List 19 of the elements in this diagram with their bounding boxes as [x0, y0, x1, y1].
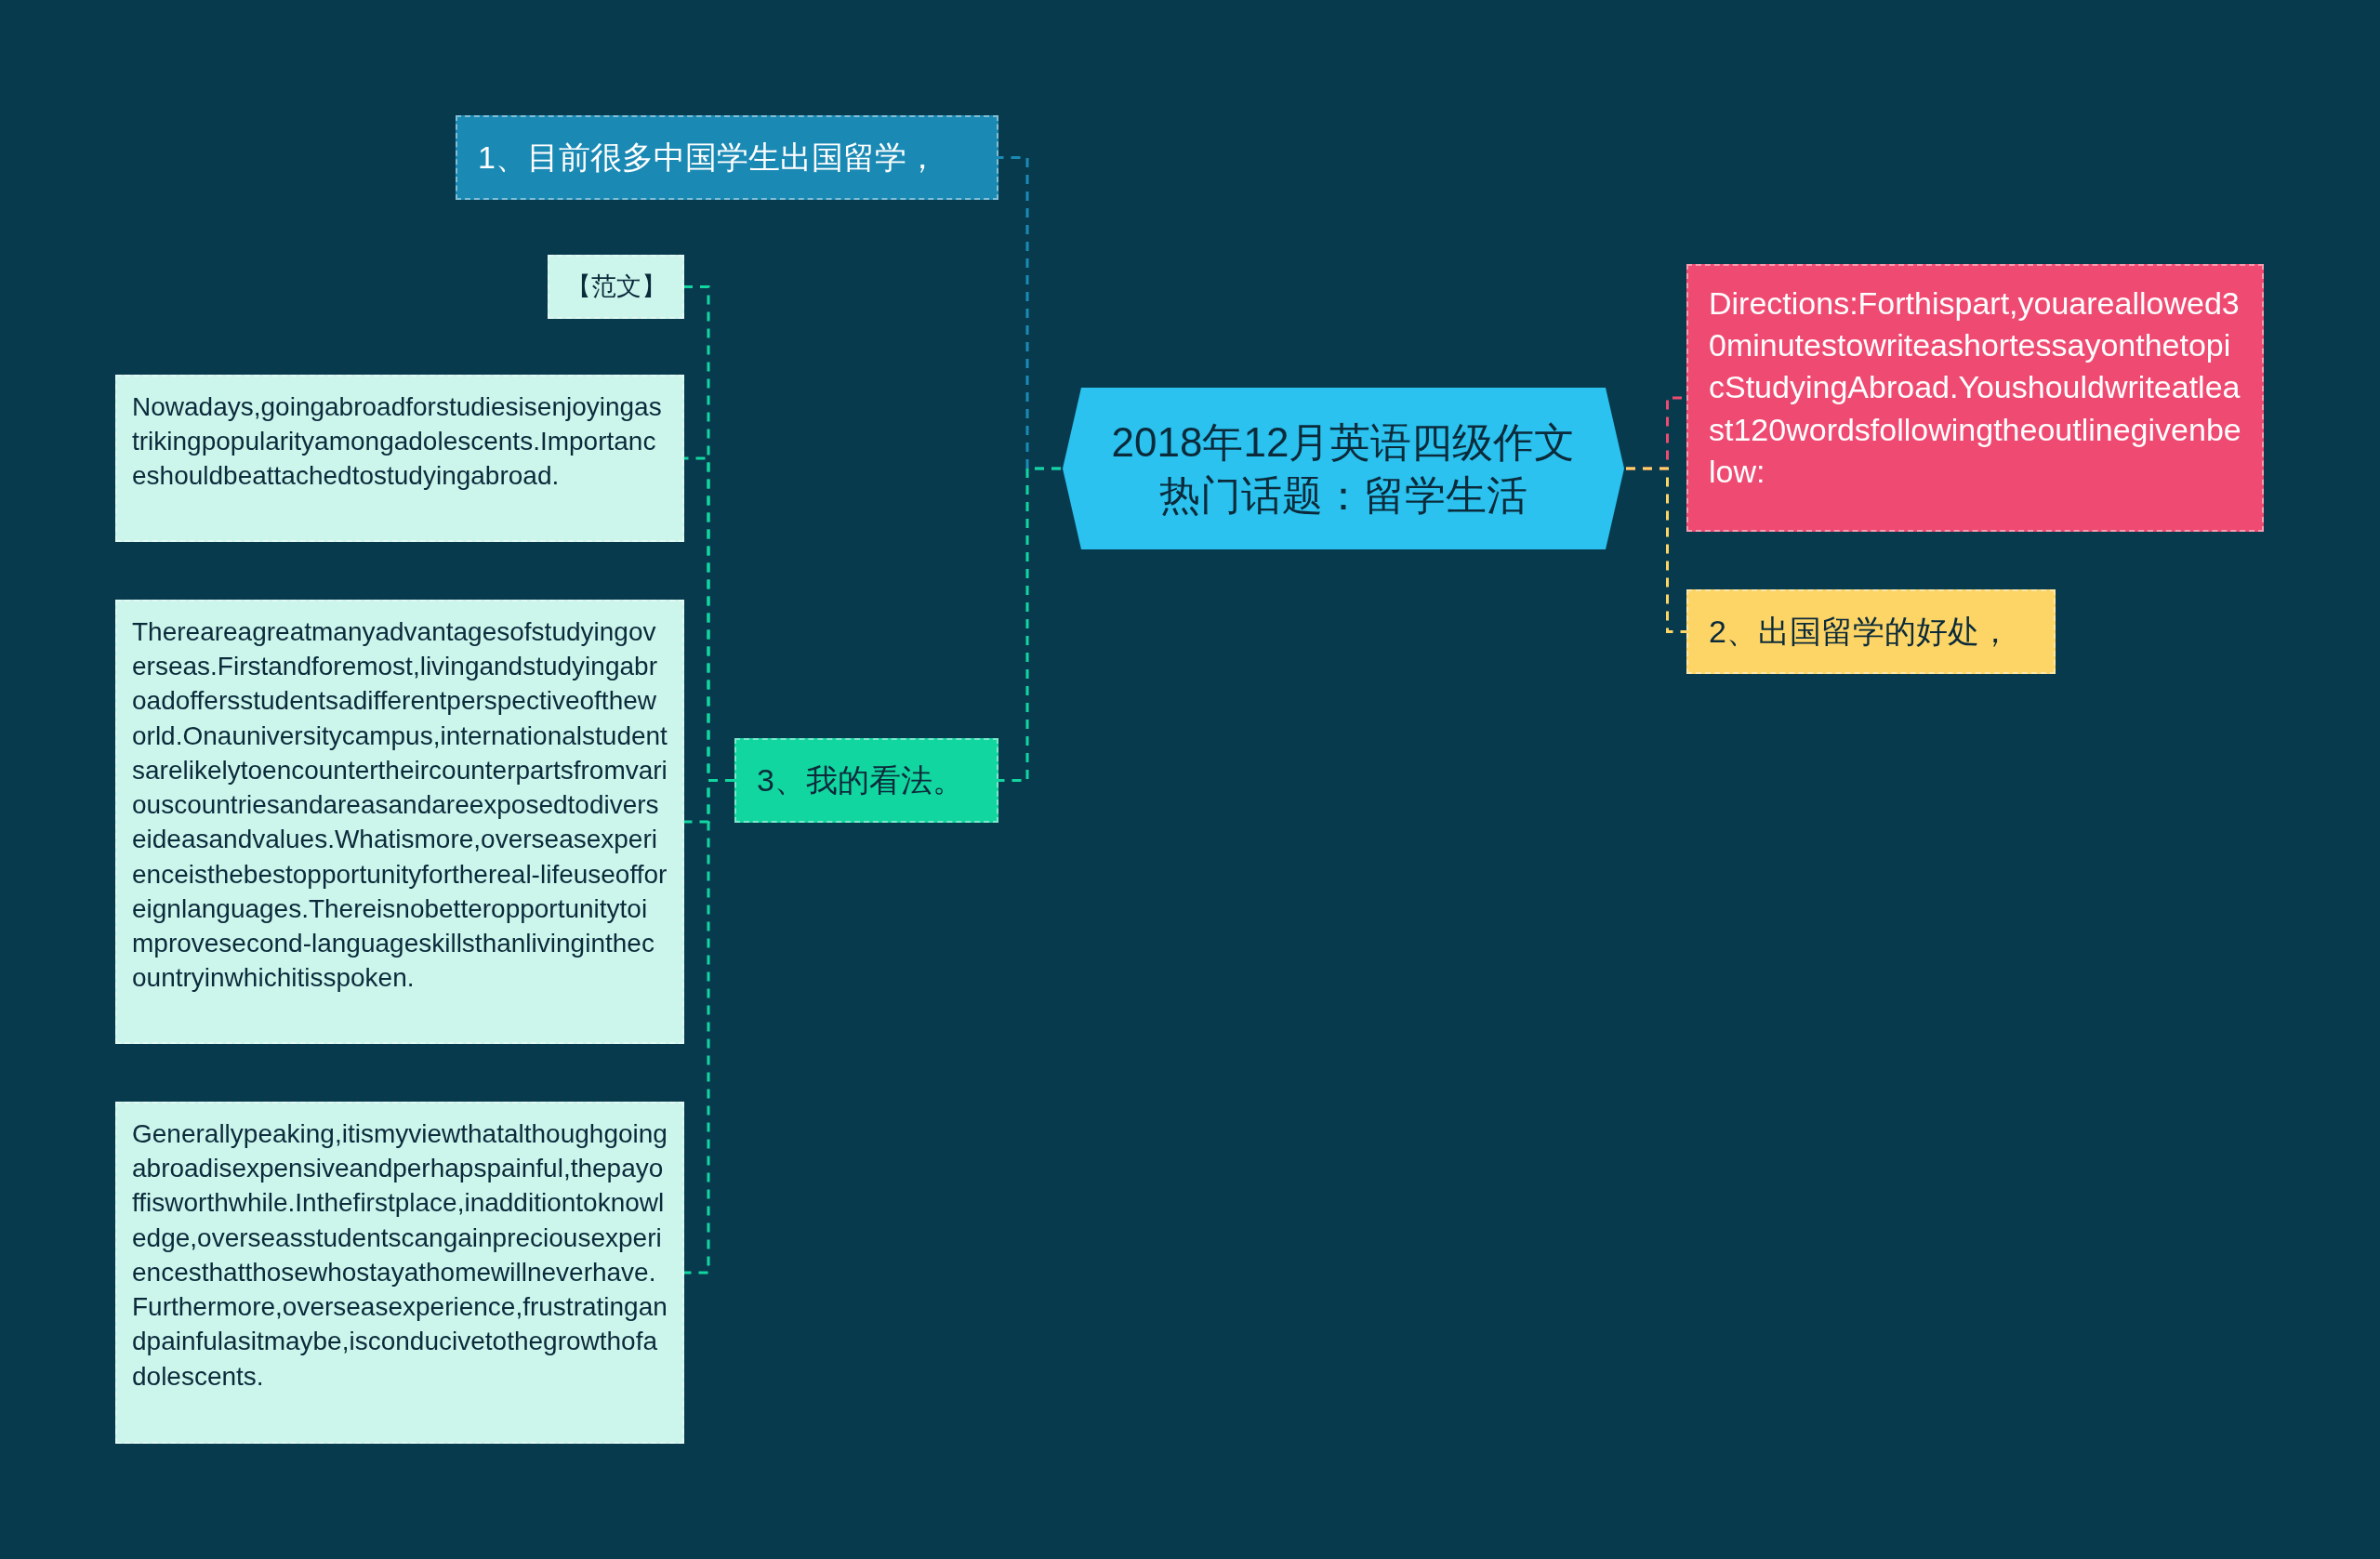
topic-box [456, 115, 998, 200]
node-text: Nowadays,goingabroadforstudiesisenjoyingastrikingpopularityamongadolescents.Importanceshouldbeattachedtostudyingabroad. [132, 391, 663, 493]
text-card [115, 600, 684, 1044]
node-text: 【范文】 [564, 271, 668, 302]
heading-box [548, 255, 684, 319]
topic-box [1686, 589, 2056, 674]
node-text: 1、目前很多中国学生出国留学， [478, 139, 939, 177]
node-text: Thereareagreatmanyadvantagesofstudyingoverseas.Firstandforemost,livingandstudyingabroadoffersstudentsadifferentperspectiveoftheworld.Onauniversitycampus,internationalstudentsarelikelytoencountertheircounterpartsfromvariouscountriesandareasandareexposedtodiverseideasandvalues.Whatismore,overseasexperienceisthebestopportunityforthereal-lifeuseofforeignlanguages.Thereisnobetteropportunitytoimprovesecond-languageskillsthanlivinginthecountryinwhichitisspoken. [132, 616, 668, 995]
topic-box [734, 738, 998, 823]
node-text: Directions:Forthispart,youareallowed30minutestowriteashortessayonthetopicStudyingAbroad.Youshouldwriteatleast120wordsfollowingtheoutlinegivenbelow: [1709, 284, 2241, 491]
text-card [115, 375, 684, 542]
node-text: Generallypeaking,itismyviewthatalthoughgoingabroadisexpensiveandperhapspainful,thepayoffisworthwhile.Inthefirstplace,inadditiontoknowledge,overseasstudentscangainpreciousexperiencesthatthosewhostayathomewillneverhave.Furthermore,overseasexperience,frustratingandpainfulasitmaybe,isconducivetothegrowthofadolescents. [132, 1118, 668, 1393]
connector-line [1626, 467, 1686, 633]
connector-line [998, 467, 1061, 782]
text-card [115, 1102, 684, 1444]
text-card [1686, 264, 2264, 532]
topic-title: 2018年12月英语四级作文热门话题：留学生活 [1110, 417, 1577, 520]
node-text: 2、出国留学的好处， [1709, 613, 2012, 651]
node-text: 3、我的看法。 [757, 761, 965, 799]
